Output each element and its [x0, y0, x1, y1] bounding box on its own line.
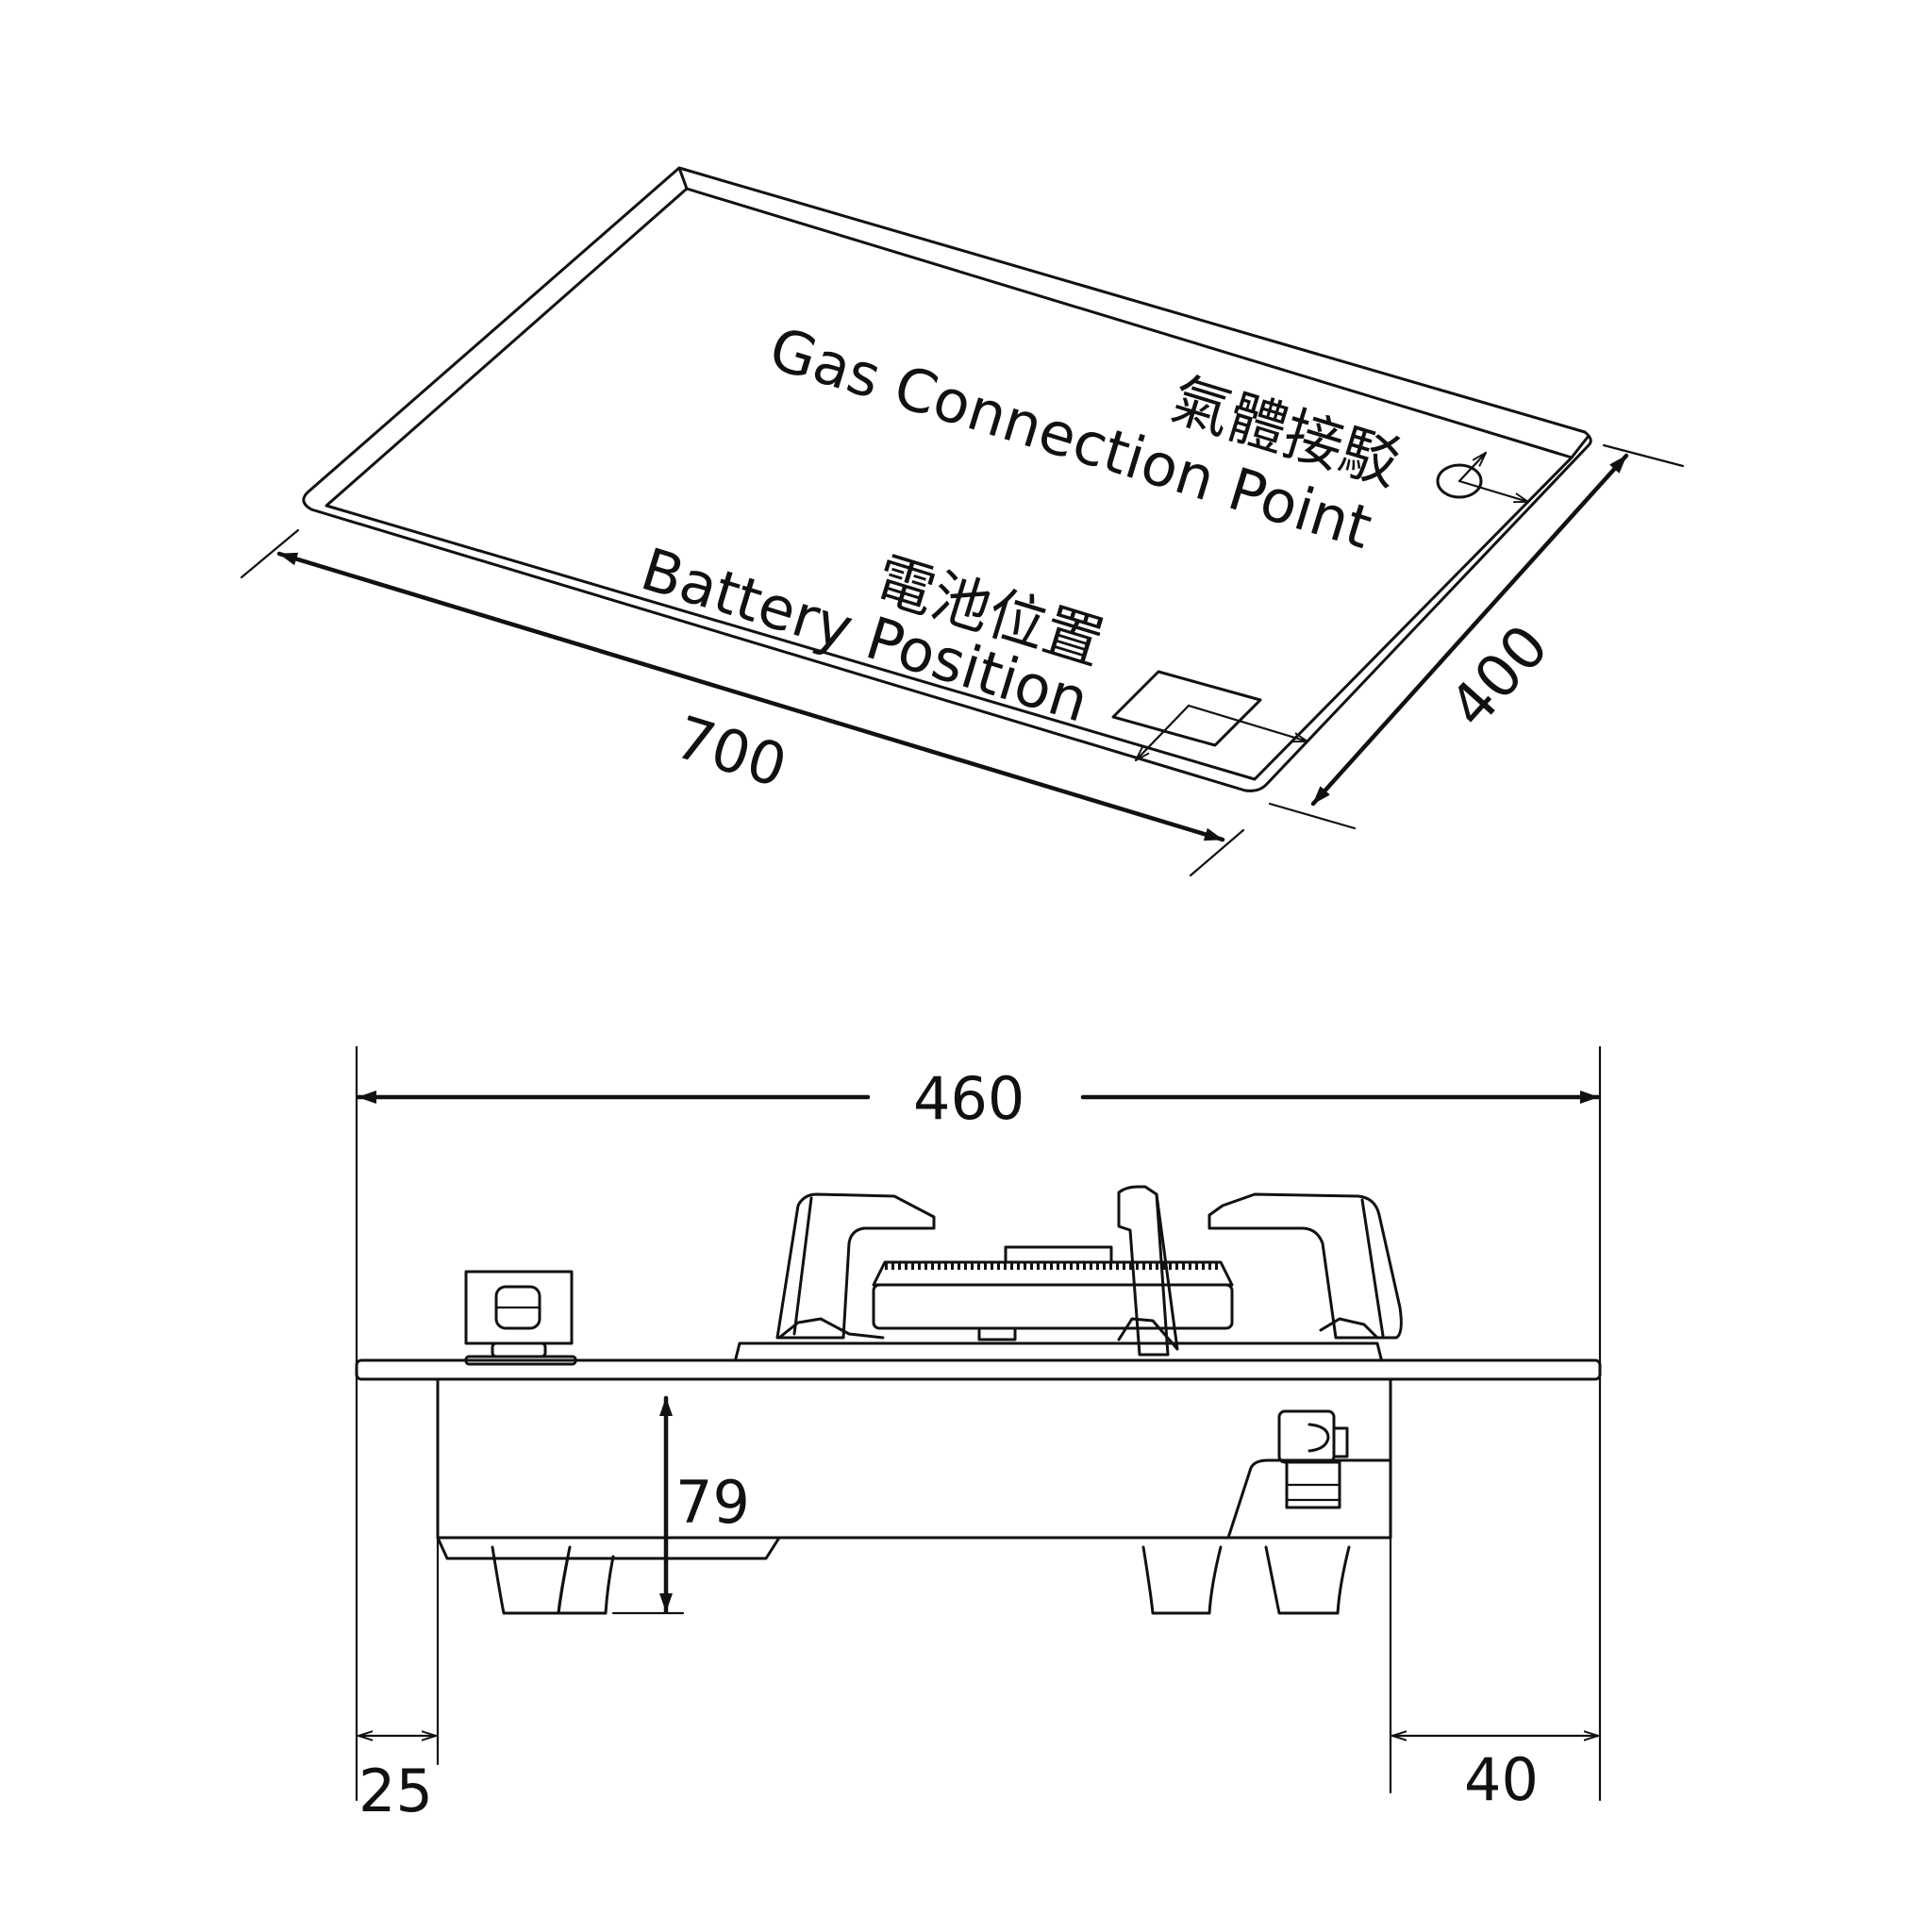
length-dimension-line: [276, 551, 1225, 842]
hob-feet: [491, 1545, 1351, 1615]
cooktop-glass: [355, 1358, 1602, 1381]
control-knob: [464, 1270, 577, 1366]
battery-compartment-marker: [1111, 670, 1262, 747]
side-view: 460: [355, 1045, 1602, 1825]
overall-width-label: 460: [913, 1064, 1024, 1133]
pan-support-right: [1208, 1192, 1403, 1340]
pan-support-middle: [1117, 1185, 1179, 1357]
right-offset-label: 40: [1464, 1745, 1539, 1814]
depth-label: 79: [675, 1468, 750, 1537]
pan-support-left: [775, 1192, 936, 1340]
length-label: 700: [668, 703, 795, 801]
gas-connection-marker: [1436, 463, 1483, 499]
hob-body: [436, 1377, 1392, 1560]
burner-head: [872, 1245, 1234, 1341]
cutout-view: 700 400 氣體接駁 Gas Connection Point 電池位置 B…: [240, 166, 1685, 877]
left-offset-label: 25: [358, 1757, 433, 1825]
cutout-outer-outline: [302, 166, 1592, 792]
width-dimension-line: [1310, 453, 1629, 807]
cutout-inner-rim: [325, 187, 1574, 781]
width-label: 400: [1436, 611, 1561, 741]
